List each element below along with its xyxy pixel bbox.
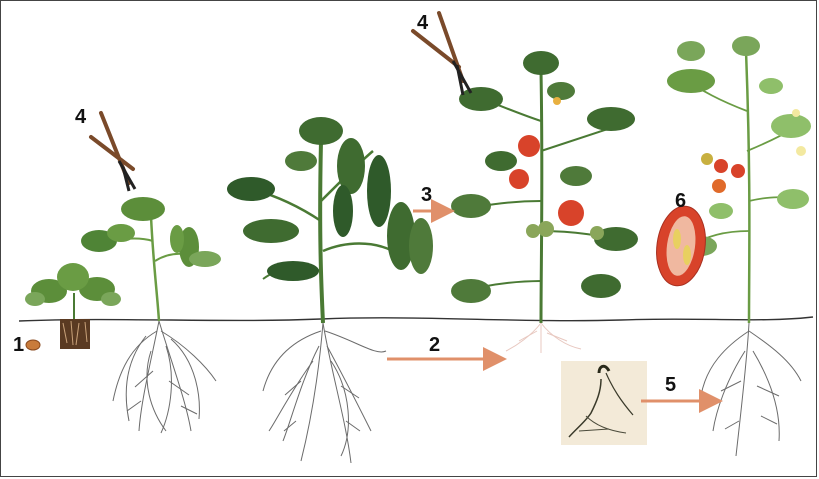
young-plant-stage bbox=[81, 197, 221, 321]
label-arrow-roots: 2 bbox=[429, 334, 440, 356]
tomato-fruit bbox=[714, 159, 728, 173]
fruiting-plant-roots bbox=[506, 323, 581, 353]
tomato-fruit bbox=[701, 153, 713, 165]
fruiting-plant-stage bbox=[451, 51, 638, 323]
label-fruit-section: 6 bbox=[675, 190, 686, 212]
tomato-fruit bbox=[712, 179, 726, 193]
tomato-fruit bbox=[731, 164, 745, 178]
label-arrow-wilt: 3 bbox=[421, 184, 432, 206]
tomato-fruit bbox=[526, 224, 540, 238]
label-seed: 1 bbox=[13, 334, 24, 356]
fruit-cross-section bbox=[652, 203, 711, 289]
label-arrow-graft: 5 bbox=[665, 374, 676, 396]
wilting-plant-roots bbox=[263, 323, 386, 463]
pruning-shears-icon bbox=[91, 113, 135, 191]
tomato-fruit bbox=[590, 226, 604, 240]
tomato-fruit bbox=[538, 221, 554, 237]
seedling-stage bbox=[25, 263, 121, 349]
graft-inset bbox=[561, 361, 647, 445]
tomato-fruit bbox=[509, 169, 529, 189]
seed-icon bbox=[26, 340, 40, 350]
soil-line bbox=[19, 317, 813, 321]
young-plant-roots bbox=[113, 321, 216, 433]
label-pruning-left: 4 bbox=[75, 106, 87, 128]
tomato-fruit bbox=[518, 135, 540, 157]
tomato-fruit bbox=[558, 200, 584, 226]
grafted-plant-roots bbox=[701, 323, 801, 456]
label-pruning-right: 4 bbox=[417, 12, 429, 34]
wilting-plant-stage bbox=[227, 117, 433, 323]
